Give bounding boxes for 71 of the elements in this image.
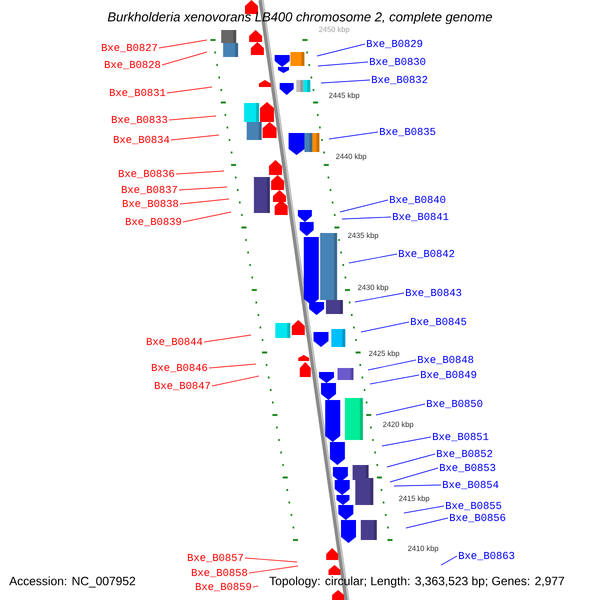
leader-line [212, 376, 260, 386]
leader-line [342, 216, 392, 220]
leader-line [204, 334, 252, 342]
gene-label: Bxe_B0854 [443, 480, 498, 490]
gene-label: Bxe_B0845 [411, 318, 466, 326]
leader-line [170, 134, 220, 140]
leader-line [158, 40, 208, 48]
gene-label: Bxe_B0851 [433, 432, 488, 442]
gene-label: Bxe_B0837 [122, 186, 177, 194]
leader-line [248, 566, 298, 574]
accession-text: Accession: NC_007952 [9, 576, 136, 588]
gene-label: Bxe_B0842 [399, 250, 454, 258]
gene-label: Bxe_B0834 [114, 136, 170, 144]
leader-line [386, 454, 436, 468]
leader-line [318, 62, 368, 66]
leader-line [166, 86, 212, 94]
leader-line [244, 558, 298, 562]
gene-label: Bxe_B0829 [367, 40, 422, 48]
leader-line [440, 556, 458, 566]
gene-label: Bxe_B0855 [446, 502, 502, 510]
leader-line [320, 80, 370, 84]
leader-line [168, 116, 216, 120]
leader-line [316, 44, 366, 56]
gene-label: Bxe_B0846 [152, 364, 208, 372]
gene-label: Bxe_B0852 [437, 450, 492, 458]
gene-label: Bxe_B0863 [459, 552, 514, 560]
leader-line [182, 212, 232, 222]
gene-label: Bxe_B0839 [126, 218, 182, 226]
gene-label: Bxe_B0835 [380, 128, 436, 136]
leader-line [178, 186, 228, 190]
leader-line [404, 506, 444, 514]
leader-line [406, 518, 448, 528]
leader-line [390, 468, 438, 482]
gene-label: Bxe_B0832 [372, 76, 428, 84]
leader-line [348, 254, 398, 264]
leader-line [162, 52, 208, 66]
gene-label: Bxe_B0848 [418, 356, 474, 364]
leader-line [360, 322, 410, 332]
title: Burkholderia xenovorans LB400 chromosome 2, complete genome [108, 12, 492, 24]
gene-label: Bxe_B0847 [154, 382, 210, 390]
gene-label: Bxe_B0853 [440, 464, 496, 472]
gene-label: Bxe_B0838 [122, 200, 178, 208]
gene-label: Bxe_B0856 [450, 514, 506, 522]
gene-label: Bxe_B0831 [110, 88, 166, 98]
gene-label: Bxe_B0841 [393, 212, 448, 222]
leader-line [354, 292, 404, 302]
leader-line [176, 170, 224, 174]
leader-line [208, 364, 256, 368]
gene-label: Bxe_B0836 [118, 170, 174, 178]
gene-label: Bxe_B0830 [370, 58, 426, 66]
gene-label: Bxe_B0844 [146, 338, 202, 346]
genome-info-text: Topology: circular; Length: 3,363,523 bp; Genes: 2,977 [269, 576, 564, 588]
leader-line [368, 360, 416, 370]
gene-label: Bxe_B0827 [102, 44, 157, 52]
gene-label: Bxe_B0849 [421, 370, 476, 380]
gene-label: Bxe_B0859 [196, 582, 252, 592]
leader-line [328, 132, 378, 140]
leader-line [394, 484, 442, 486]
leader-line [340, 200, 388, 212]
gene-label: Bxe_B0843 [406, 288, 462, 298]
leader-line [370, 374, 420, 384]
gene-label: Bxe_B0850 [427, 400, 482, 408]
gene-label: Bxe_B0857 [188, 554, 243, 562]
gene-label: Bxe_B0828 [104, 60, 160, 70]
leader-line [376, 404, 426, 416]
leader-line [252, 586, 258, 588]
leader-line [180, 198, 230, 204]
gene-label: Bxe_B0833 [112, 116, 168, 124]
gene-label: Bxe_B0858 [192, 568, 248, 578]
gene-label: Bxe_B0840 [390, 196, 446, 204]
leader-line [382, 436, 432, 446]
